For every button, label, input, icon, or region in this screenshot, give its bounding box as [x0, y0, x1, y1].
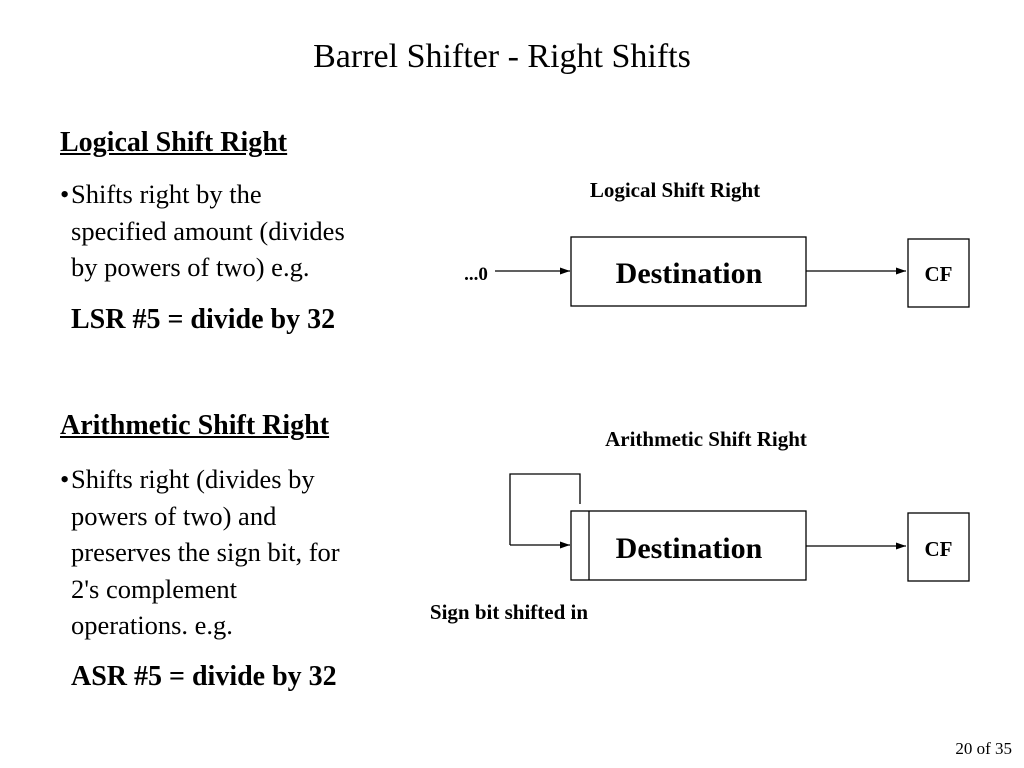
bullet-marker: • [60, 464, 70, 494]
asr-bullet-line-5: operations. e.g. [71, 610, 233, 640]
sign-bit-shifted-in-note: Sign bit shifted in [430, 600, 588, 624]
asr-carry-flag-box [907, 512, 970, 582]
asr-bullet: • Shifts right (divides by powers of two… [60, 461, 340, 644]
asr-carry-flag-label: CF [925, 537, 953, 561]
asr-destination-register [570, 510, 807, 581]
slide-title: Barrel Shifter - Right Shifts [313, 38, 691, 75]
lsr-bullet: • Shifts right by the specified amount (… [60, 176, 345, 286]
lsr-carry-flag-label: CF [925, 262, 953, 286]
lsr-carry-flag-box [907, 238, 970, 308]
sign-bit-feedback-path [509, 473, 581, 545]
lsr-destination-label: Destination [616, 257, 763, 290]
lsr-bullet-line-2: specified amount (divides [71, 215, 345, 246]
asr-diagram-caption: Arithmetic Shift Right [605, 427, 807, 451]
slide-page-number: 20 of 35 [955, 739, 1012, 758]
lsr-diagram: Logical Shift Right ...0 Destination CF [464, 178, 970, 308]
asr-bullet-line-3: preserves the sign bit, for [71, 537, 340, 567]
asr-bullet-line-2: powers of two) and [71, 500, 277, 531]
asr-heading: Arithmetic Shift Right [60, 410, 330, 441]
lsr-destination-register [570, 236, 807, 307]
asr-diagram: Arithmetic Shift Right Destination CF Si… [430, 427, 970, 624]
lsr-bullet-line-1: Shifts right by the [71, 179, 262, 209]
lsr-example: LSR #5 = divide by 32 [71, 304, 336, 335]
lsr-bullet-line-3: by powers of two) e.g. [71, 252, 310, 282]
lsr-diagram-caption: Logical Shift Right [590, 178, 760, 202]
asr-bullet-line-4: 2's complement [71, 573, 237, 604]
asr-destination-label: Destination [616, 532, 763, 565]
asr-example: ASR #5 = divide by 32 [71, 661, 337, 692]
asr-bullet-line-1: Shifts right (divides by [71, 464, 315, 494]
bullet-marker: • [60, 179, 70, 209]
lsr-heading: Logical Shift Right [60, 127, 288, 158]
lsr-zero-input-label: ...0 [464, 264, 488, 285]
